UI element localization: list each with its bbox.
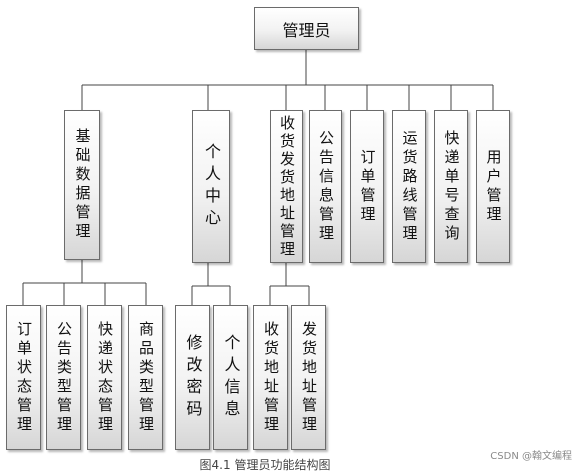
node-user: 用户管理 [476, 110, 510, 263]
watermark: CSDN @翰文编程 [490, 451, 572, 462]
figure-caption: 图4.1 管理员功能结构图 [199, 458, 331, 472]
node-order: 订单管理 [350, 110, 384, 263]
node-address: 收货发货地址管理 [270, 110, 303, 263]
node-change-password-label: 修改密码 [183, 333, 203, 422]
node-basic-data: 基础数据管理 [64, 110, 100, 260]
node-express-status: 快递状态管理 [87, 305, 122, 450]
node-order-status-label: 订单状态管理 [15, 320, 33, 435]
node-notice: 公告信息管理 [309, 110, 342, 263]
node-user-label: 用户管理 [484, 148, 503, 225]
node-notice-type-label: 公告类型管理 [55, 320, 73, 435]
node-express-label: 快递单号查询 [442, 129, 461, 244]
node-product-type: 商品类型管理 [128, 305, 163, 450]
node-notice-label: 公告信息管理 [317, 129, 335, 244]
node-personal-info-label: 个人信息 [221, 333, 241, 422]
node-personal-info: 个人信息 [213, 305, 248, 450]
node-express-status-label: 快递状态管理 [96, 320, 114, 435]
node-address-label: 收货发货地址管理 [278, 114, 296, 259]
node-personal-center: 个人中心 [192, 110, 230, 263]
node-order-status: 订单状态管理 [6, 305, 41, 450]
node-product-type-label: 商品类型管理 [137, 320, 155, 435]
node-ship-address: 发货地址管理 [291, 305, 326, 450]
node-receive-address: 收货地址管理 [253, 305, 288, 450]
node-basic-data-label: 基础数据管理 [73, 128, 92, 242]
node-personal-center-label: 个人中心 [202, 142, 221, 231]
node-order-label: 订单管理 [358, 148, 377, 225]
node-notice-type: 公告类型管理 [46, 305, 81, 450]
node-route-label: 运货路线管理 [400, 129, 419, 244]
node-ship-address-label: 发货地址管理 [300, 320, 318, 435]
root-label: 管理员 [282, 20, 331, 40]
node-receive-address-label: 收货地址管理 [262, 320, 280, 435]
root-node: 管理员 [254, 7, 359, 50]
node-express: 快递单号查询 [434, 110, 468, 263]
node-change-password: 修改密码 [175, 305, 210, 450]
node-route: 运货路线管理 [392, 110, 426, 263]
